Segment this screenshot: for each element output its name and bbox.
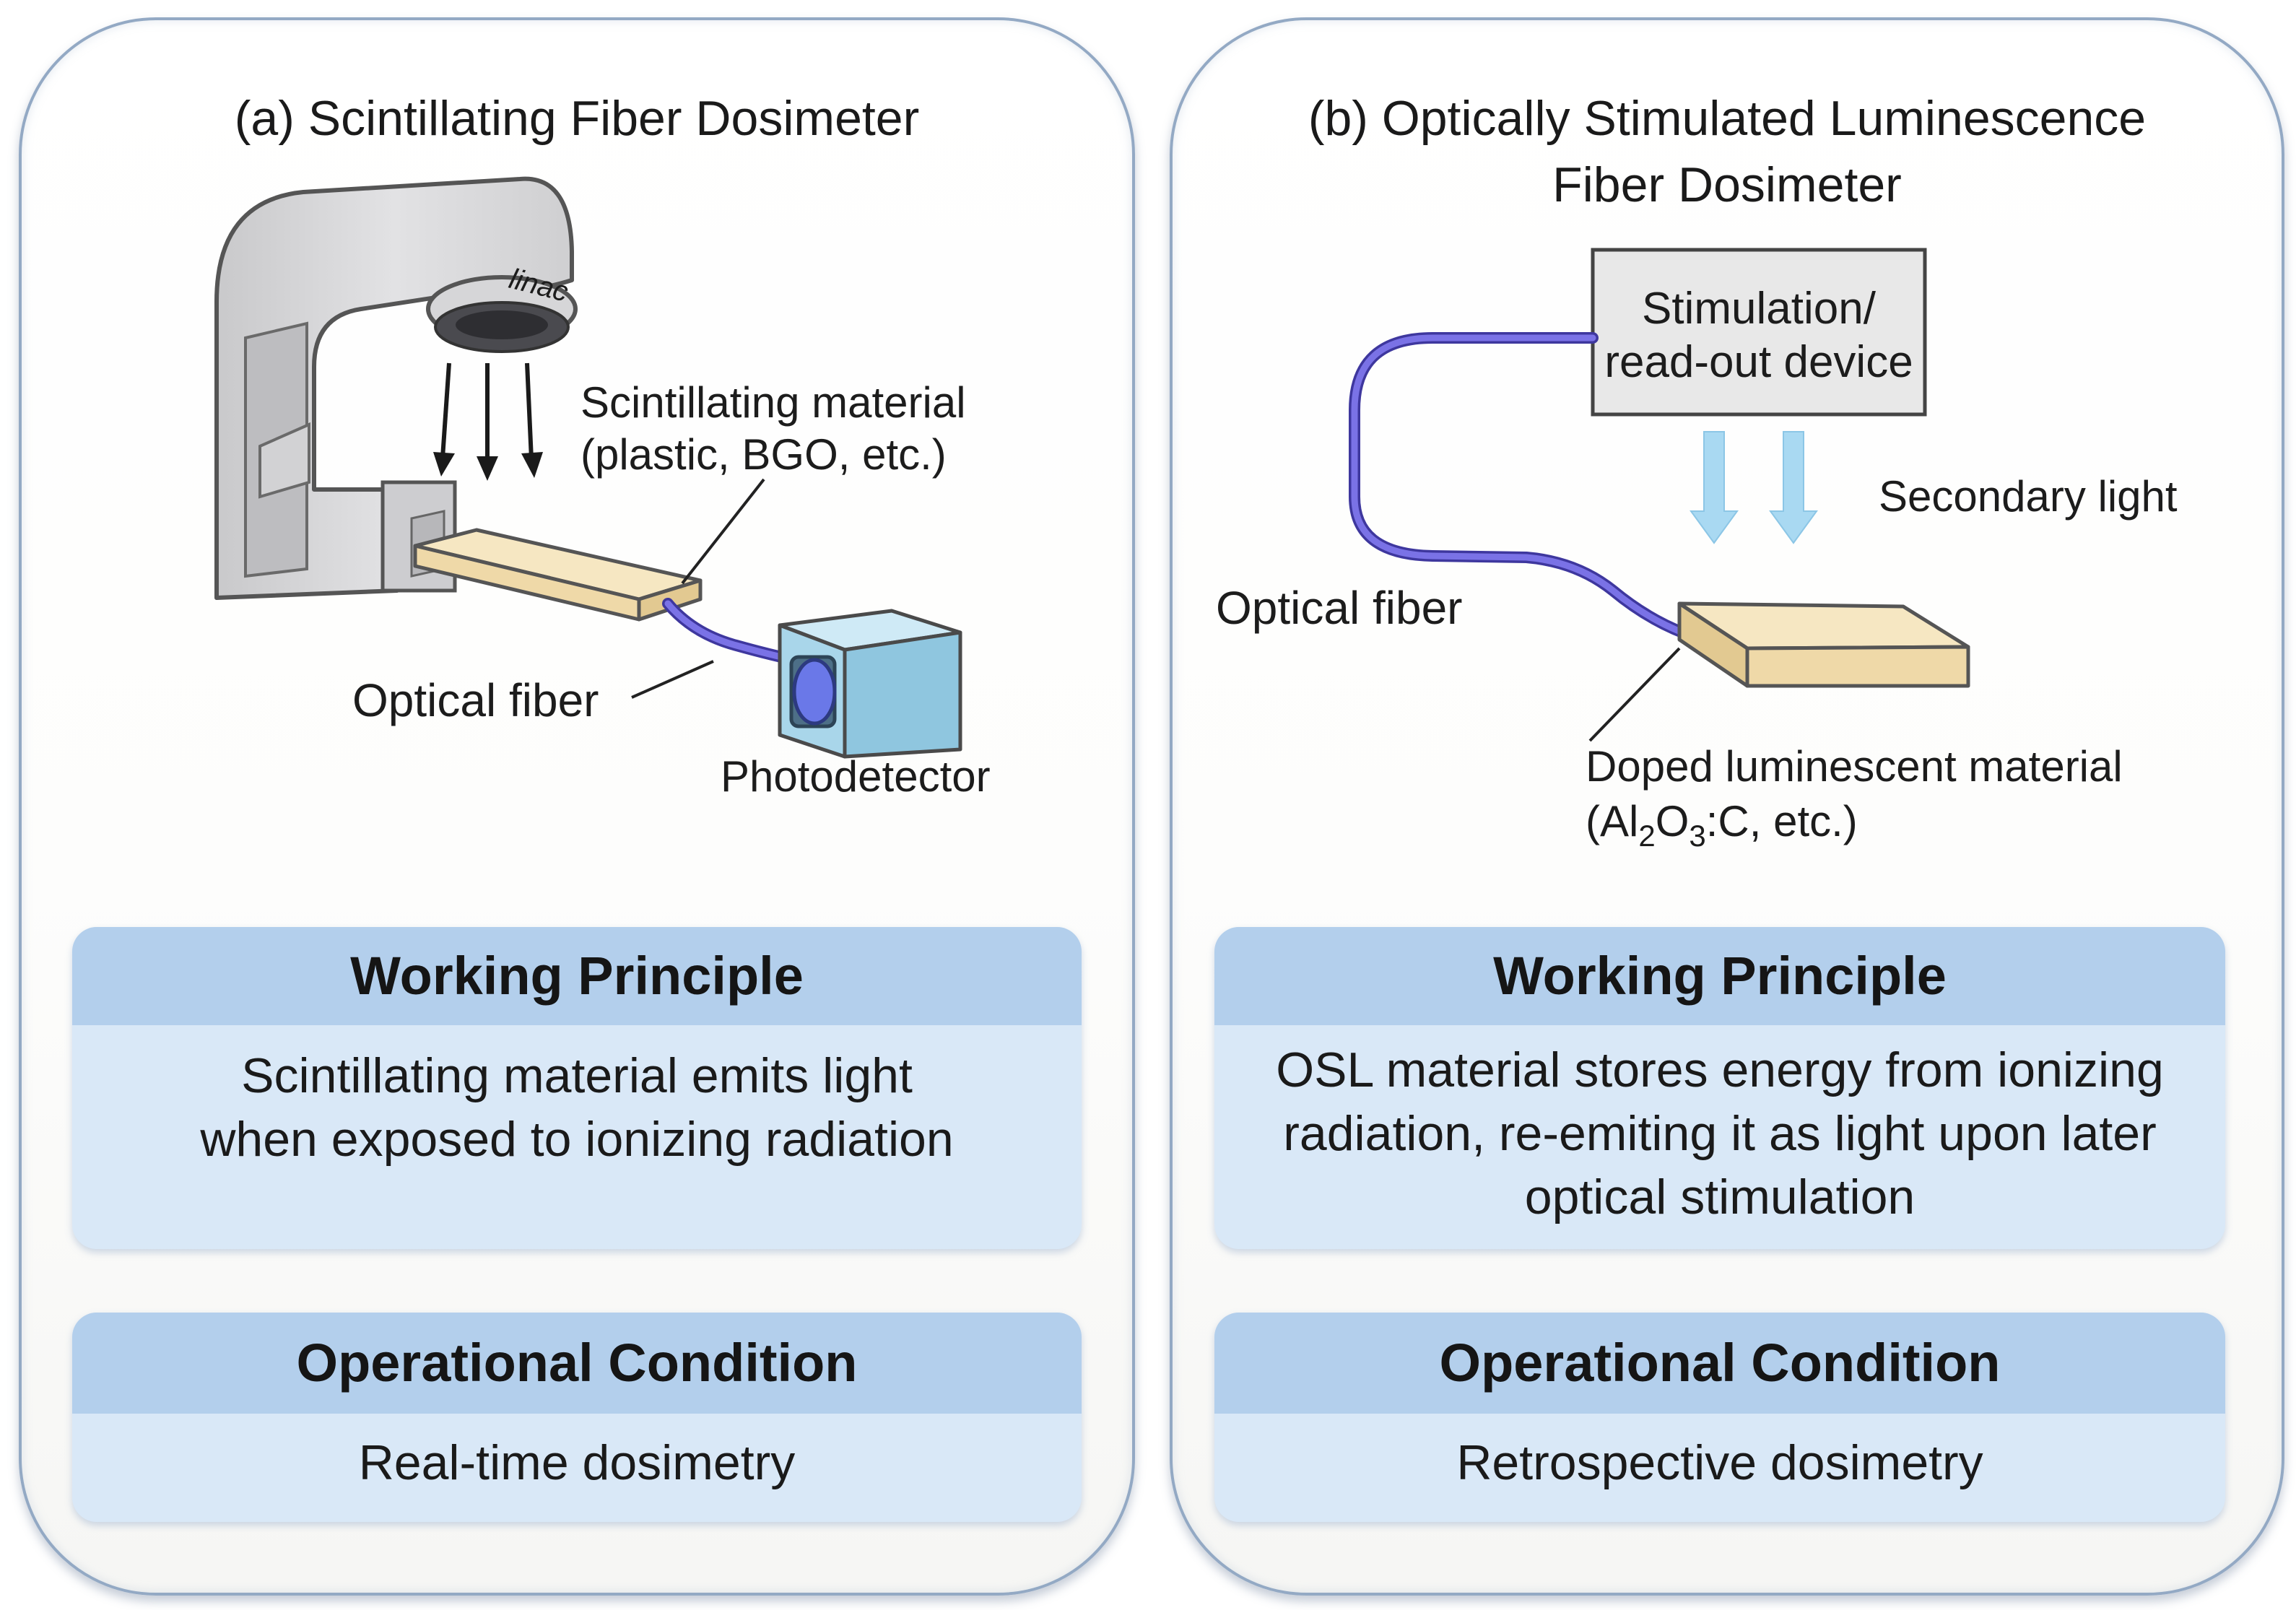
material-formula-label: (Al2O3:C, etc.) [1586,797,1858,853]
optical-fiber-label-b: Optical fiber [1216,582,1462,634]
panel-a-title: (a) Scintillating Fiber Dosimeter [234,91,920,146]
photodetector-icon [778,609,962,759]
scintillating-fiber-diagram: linac S [214,176,991,801]
operational-condition-heading-b: Operational Condition [1214,1313,2225,1414]
fiber-leader-line [631,660,714,699]
osl-fiber-diagram: Stimulation/ read-out device Secondary l… [1216,248,2178,853]
working-principle-text-a-line1: Scintillating material emits light [241,1048,913,1103]
stimulation-readout-device [1591,248,1927,417]
working-principle-box-b: Working Principle OSL material stores en… [1214,927,2225,1249]
scintillating-material-label: Scintillating material [580,378,966,427]
linac-icon: linac [214,176,578,600]
secondary-light-arrows [1690,431,1818,544]
working-principle-box-a: Working Principle Scintillating material… [72,927,1082,1249]
working-principle-text-a-line2: when exposed to ionizing radiation [200,1112,954,1167]
operational-condition-heading-a: Operational Condition [72,1313,1082,1414]
device-label-line2: read-out device [1604,337,1913,387]
optical-fiber-label: Optical fiber [352,674,599,726]
working-principle-text-b-line3: optical stimulation [1524,1170,1915,1224]
doped-luminescent-slab [1677,601,1970,688]
working-principle-heading-a: Working Principle [72,927,1082,1025]
working-principle-heading-b: Working Principle [1214,927,2225,1025]
scintillating-material-examples: (plastic, BGO, etc.) [580,430,947,479]
secondary-light-label: Secondary light [1879,472,2178,521]
operational-condition-box-b: Operational Condition Retrospective dosi… [1214,1313,2225,1522]
material-leader-line [1588,647,1681,742]
working-principle-text-b-line1: OSL material stores energy from ionizing [1276,1043,2164,1097]
scintillating-material-slab [413,528,703,622]
radiation-arrows [433,362,543,481]
scintillator-leader-line [681,478,765,585]
device-label-line1: Stimulation/ [1642,284,1877,334]
photodetector-label: Photodetector [721,752,991,801]
working-principle-text-b-line2: radiation, re-emiting it as light upon l… [1283,1106,2157,1161]
panel-osl-fiber-dosimeter: (b) Optically Stimulated Luminescence Fi… [1170,17,2284,1596]
panel-b-title-line2: Fiber Dosimeter [1552,157,1902,212]
operational-condition-text-a: Real-time dosimetry [358,1435,796,1490]
panel-b-title-line1: (b) Optically Stimulated Luminescence [1308,91,2147,146]
doped-material-label: Doped luminescent material [1586,742,2123,791]
operational-condition-text-b: Retrospective dosimetry [1456,1435,1983,1490]
panel-scintillating-fiber-dosimeter: (a) Scintillating Fiber Dosimeter linac [19,17,1135,1596]
operational-condition-box-a: Operational Condition Real-time dosimetr… [72,1313,1082,1522]
